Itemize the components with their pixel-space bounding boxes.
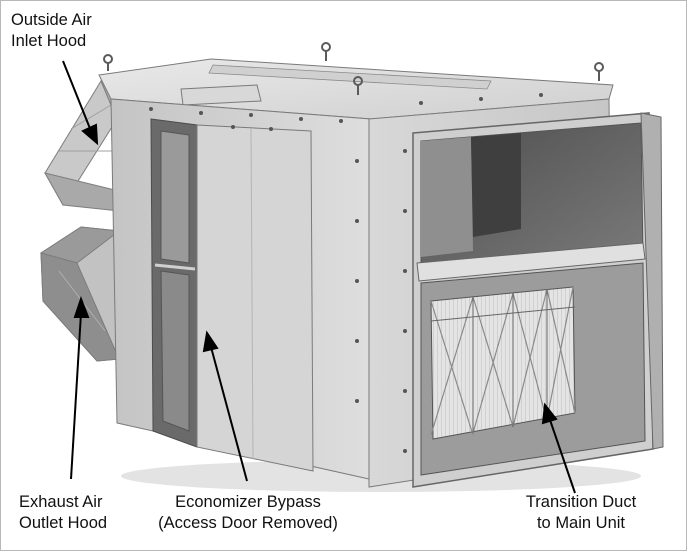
lifting-eyes <box>103 42 604 95</box>
shelf <box>416 242 646 282</box>
bolts <box>149 93 543 453</box>
transition-duct-label: Transition Duct to Main Unit <box>511 492 651 534</box>
exhaust-hood-label-line2: Outlet Hood <box>19 514 108 532</box>
top-cap <box>180 84 262 106</box>
inlet-hood-leader <box>62 60 92 132</box>
leader-arrows <box>62 60 576 494</box>
economizer-bypass-label: Economizer Bypass (Access Door Removed) <box>143 492 353 534</box>
transition-label-line1: Transition Duct <box>525 493 637 511</box>
transition-label-line2: to Main Unit <box>536 514 626 532</box>
exhaust-hood-label-line1: Exhaust Air <box>19 493 103 511</box>
bypass-label-line1: Economizer Bypass <box>175 493 321 511</box>
exhaust-hood-leader <box>70 312 82 480</box>
side-panel-strip <box>196 124 314 472</box>
exhaust-air-outlet-hood-label: Exhaust Air Outlet Hood <box>19 492 107 534</box>
cabinet-top-rib <box>208 64 492 90</box>
inlet-hood-label-line1: Outside Air <box>11 11 92 29</box>
filter-rack <box>430 286 576 440</box>
inlet-hood-label-line2: Inlet Hood <box>11 32 87 50</box>
bypass-leader <box>210 346 248 482</box>
outside-air-inlet-hood-label: Outside Air Inlet Hood <box>11 10 92 52</box>
bypass-label-line2: (Access Door Removed) <box>158 514 338 532</box>
transition-leader <box>548 416 576 494</box>
